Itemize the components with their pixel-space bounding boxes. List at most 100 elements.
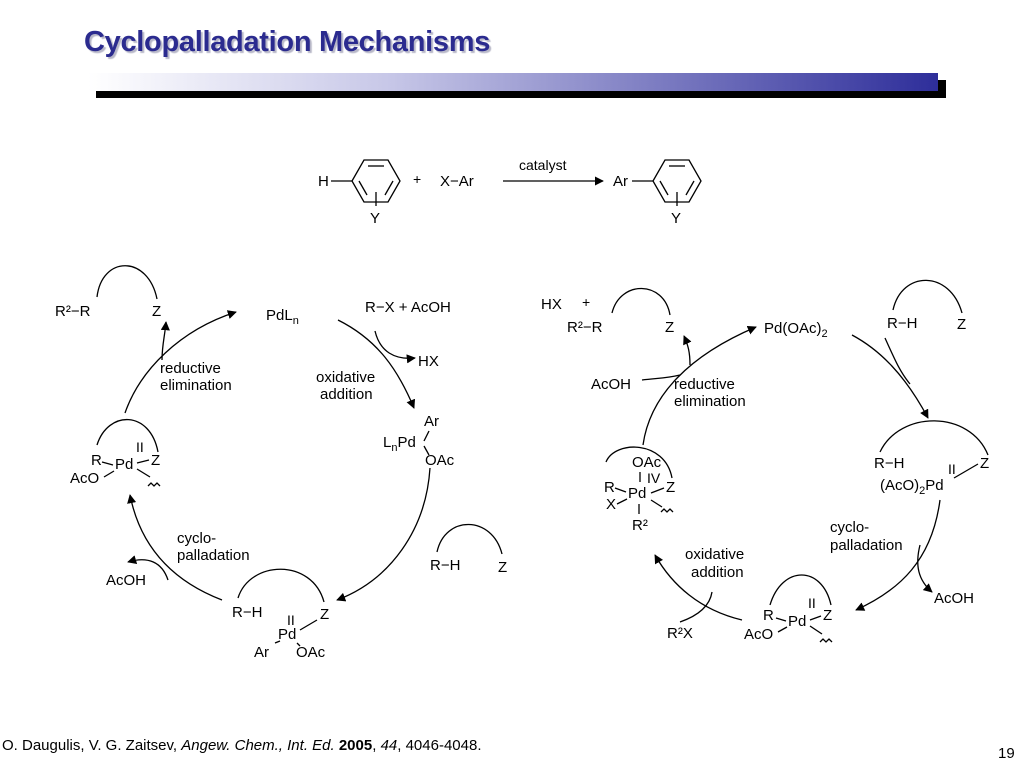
right-product-z: Z	[665, 319, 674, 336]
product-release-arrow	[683, 335, 692, 366]
left-substrate-rh: R−H	[430, 557, 460, 574]
right-bottom-r: R	[763, 607, 774, 624]
right-acoh: AcOH	[934, 590, 974, 607]
right-substrate-rh: R−H	[887, 315, 917, 332]
citation-journal: Angew. Chem., Int. Ed.	[181, 737, 335, 754]
left-oxidative-label-2: addition	[320, 386, 373, 403]
right-substrate-z: Z	[957, 316, 966, 333]
acoh-release-line	[641, 374, 681, 381]
bond	[274, 640, 281, 644]
right-cyclo-label-2: palladation	[830, 537, 903, 554]
top-reaction: H Y + X−Ar catalyst Ar Y	[318, 157, 702, 227]
right-int-z: Z	[980, 455, 989, 472]
right-bottom-z: Z	[823, 607, 832, 624]
bond	[136, 468, 151, 478]
pdiv-oac: OAc	[632, 454, 662, 471]
right-int-ii: II	[948, 461, 956, 477]
tether-arc	[96, 418, 159, 453]
bond	[775, 617, 787, 622]
tether-arc	[879, 420, 989, 456]
left-substrate-z: Z	[498, 559, 507, 576]
bond	[299, 619, 318, 631]
oxidative-addition-arrow	[337, 319, 416, 409]
left-bottom-oac: OAc	[296, 644, 326, 661]
left-int-oac: OAc	[425, 452, 455, 469]
right-product-r2r: R²−R	[567, 319, 603, 336]
right-bottom-pd: Pd	[788, 613, 806, 630]
top-substrate-h: H	[318, 173, 329, 190]
bond	[809, 615, 822, 621]
top-plus: +	[413, 171, 421, 187]
oxidative-addition-arrow	[654, 554, 743, 621]
citation-volume: 44	[380, 737, 398, 754]
left-bottom-rh: R−H	[232, 604, 262, 621]
right-oxidative-label-2: addition	[691, 564, 744, 581]
page-number: 19	[998, 745, 1015, 762]
right-acoh-left: AcOH	[591, 376, 631, 393]
bond	[953, 463, 979, 479]
tether-arc	[769, 574, 832, 606]
wavy-bond	[660, 508, 674, 513]
top-product-ar: Ar	[613, 173, 628, 190]
right-cyclo-label-1: cyclo-	[830, 519, 869, 536]
citation: O. Daugulis, V. G. Zaitsev, Angew. Chem.…	[2, 737, 482, 754]
tether-arc	[605, 446, 673, 479]
wavy-bond	[147, 482, 161, 487]
title-bar	[88, 73, 938, 91]
right-plus: +	[582, 294, 590, 310]
left-int-lnpd: LnPd	[383, 434, 416, 454]
right-catalyst: Pd(OAc)2	[764, 320, 828, 340]
pdiv-pd: Pd	[628, 485, 646, 502]
cyclopalladation-arrow	[855, 499, 941, 611]
right-int-acopd: (AcO)2Pd	[880, 477, 944, 497]
right-bottom-aco: AcO	[744, 626, 773, 643]
citation-authors: O. Daugulis, V. G. Zaitsev,	[2, 737, 182, 754]
left-bottom-z: Z	[320, 606, 329, 623]
pdiv-r: R	[604, 479, 615, 496]
r2x-entry-arrow	[679, 591, 713, 623]
bond	[101, 461, 114, 466]
tether-arc	[237, 568, 325, 603]
cyclopalladation-arrow	[127, 494, 223, 601]
right-hx: HX	[541, 296, 562, 313]
right-oxidative-label-1: oxidative	[685, 546, 744, 563]
reductive-elimination-arrow	[124, 310, 237, 414]
bond	[777, 626, 788, 633]
tether-arc	[892, 279, 963, 314]
product-release-arrow	[160, 321, 170, 361]
right-reductive-label-2: elimination	[674, 393, 746, 410]
left-int-pd: Pd	[115, 456, 133, 473]
catalyst-label: catalyst	[519, 157, 567, 173]
left-hx: HX	[418, 353, 439, 370]
right-cycle: HX + R²−R Z Pd(OAc)2 R−H Z R−H Z II (AcO…	[541, 279, 989, 643]
bond	[650, 487, 665, 494]
hx-release-arrow	[374, 330, 416, 364]
bond	[103, 470, 115, 478]
left-product-z: Z	[152, 303, 161, 320]
top-product-y: Y	[671, 210, 681, 227]
substrate-benzene-ring	[351, 159, 401, 206]
reductive-elimination-arrow	[642, 326, 757, 446]
pdiv-iv: IV	[647, 470, 661, 486]
left-cyclo-label-2: palladation	[177, 547, 250, 564]
right-r2x: R²X	[667, 625, 693, 642]
left-int-aco: AcO	[70, 470, 99, 487]
right-int-rh: R−H	[874, 455, 904, 472]
left-int-z: Z	[151, 452, 160, 469]
left-product-r2r: R²−R	[55, 303, 91, 320]
top-substrate-y: Y	[370, 210, 380, 227]
bond	[423, 445, 430, 456]
left-int-ar: Ar	[424, 413, 439, 430]
citation-pages: , 4046-4048.	[397, 737, 482, 754]
bond	[136, 459, 150, 464]
bond	[296, 642, 301, 647]
left-int-r: R	[91, 452, 102, 469]
right-bottom-ii: II	[808, 595, 816, 611]
left-catalyst-pdln: PdLn	[266, 307, 299, 327]
left-reductive-label-2: elimination	[160, 377, 232, 394]
wavy-bond	[819, 638, 833, 643]
tether-arc	[96, 265, 158, 300]
product-benzene-ring	[652, 159, 702, 206]
bond	[809, 625, 823, 635]
